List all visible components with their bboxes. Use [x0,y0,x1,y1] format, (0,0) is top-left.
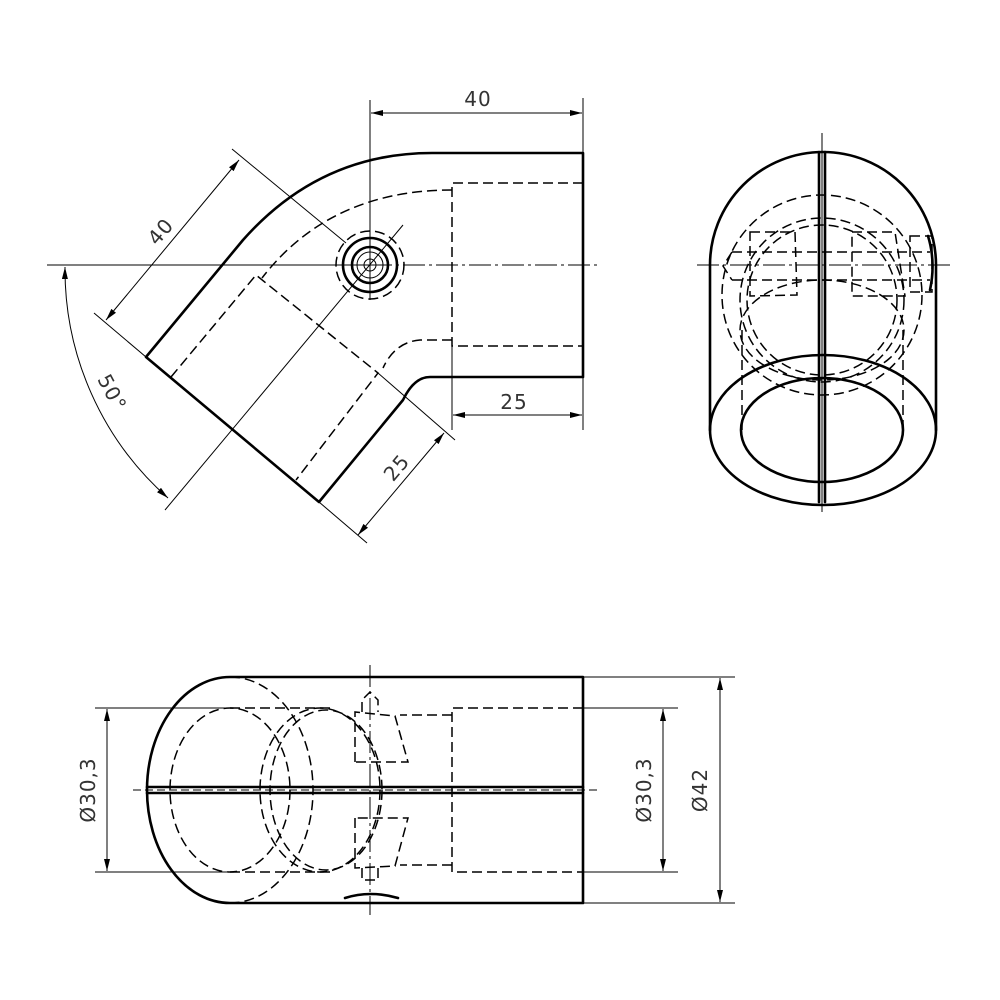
bottom-bolt-icon [343,690,409,900]
dim-label-left-bore: Ø30,3 [76,757,100,822]
screw-icon [335,230,405,300]
bottom-view: Ø30,3 Ø30,3 Ø42 [76,665,735,915]
dim-label-diag-40: 40 [143,213,179,249]
front-outline [144,151,585,504]
dim-label-top-40: 40 [464,87,491,111]
dim-label-right-25: 25 [500,390,527,414]
dim-label-diag-25: 25 [379,449,415,485]
side-outer-ellipse-top [708,353,938,432]
front-inner-lower-hidden [382,339,452,369]
side-view [697,133,950,512]
front-inner-curve-hidden [261,189,453,279]
dim-arc-angle [61,266,169,499]
front-centerline-diag [164,224,404,511]
front-view: 40 25 40 25 50° [47,87,598,544]
bottom-hidden-ellipse [229,676,314,904]
dim-line-diag-40 [105,159,240,321]
bolt-icon [722,231,934,297]
dim-line-diag-25 [357,432,445,536]
dim-label-right-bore: Ø30,3 [632,757,656,822]
front-left-bore-hidden [170,273,380,481]
bottom-outline [145,675,585,905]
dim-label-outer: Ø42 [688,768,712,812]
side-outline [708,150,938,507]
